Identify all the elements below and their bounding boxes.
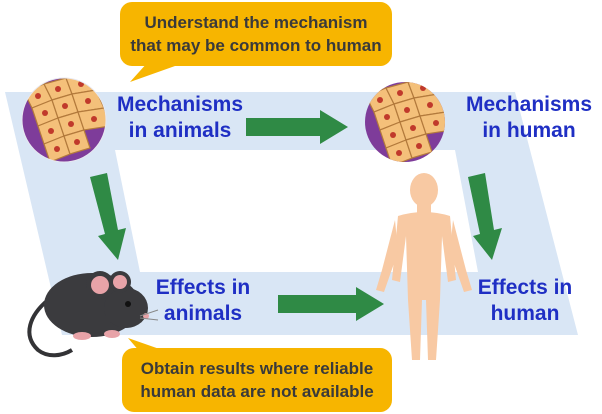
- cell-tissue-icon: [365, 82, 445, 162]
- human-body-icon: [376, 173, 472, 360]
- mouse-icon: [27, 271, 159, 358]
- top-callout-text: Understand the mechanism that may be com…: [130, 13, 382, 55]
- arrow-mechanisms-to-effects-human: [468, 173, 502, 260]
- label-mechanisms-in-animals: Mechanisms in animals: [116, 93, 244, 142]
- arrow-mechanisms-to-effects-animals: [90, 173, 126, 260]
- label-effects-in-animals: Effects in animals: [155, 276, 251, 325]
- label-mechanisms-in-human: Mechanisms in human: [465, 93, 593, 142]
- top-callout: [120, 2, 392, 82]
- label-effects-in-human: Effects in human: [477, 276, 573, 325]
- bottom-callout: [122, 338, 392, 412]
- arrow-mechanisms-animals-to-human: [246, 110, 348, 144]
- arrow-effects-animals-to-human: [278, 287, 384, 321]
- flow-arrows: [90, 110, 502, 321]
- cell-tissue-icon: [21, 77, 107, 163]
- bottom-callout-text: Obtain results where reliable human data…: [140, 359, 374, 401]
